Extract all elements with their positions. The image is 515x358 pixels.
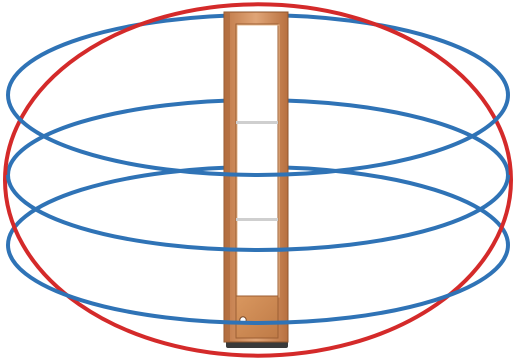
gate-crossbar-lower bbox=[236, 218, 278, 221]
gate-crossbar-upper bbox=[236, 121, 278, 124]
antenna-gate bbox=[224, 12, 288, 348]
gate-window bbox=[236, 24, 278, 296]
